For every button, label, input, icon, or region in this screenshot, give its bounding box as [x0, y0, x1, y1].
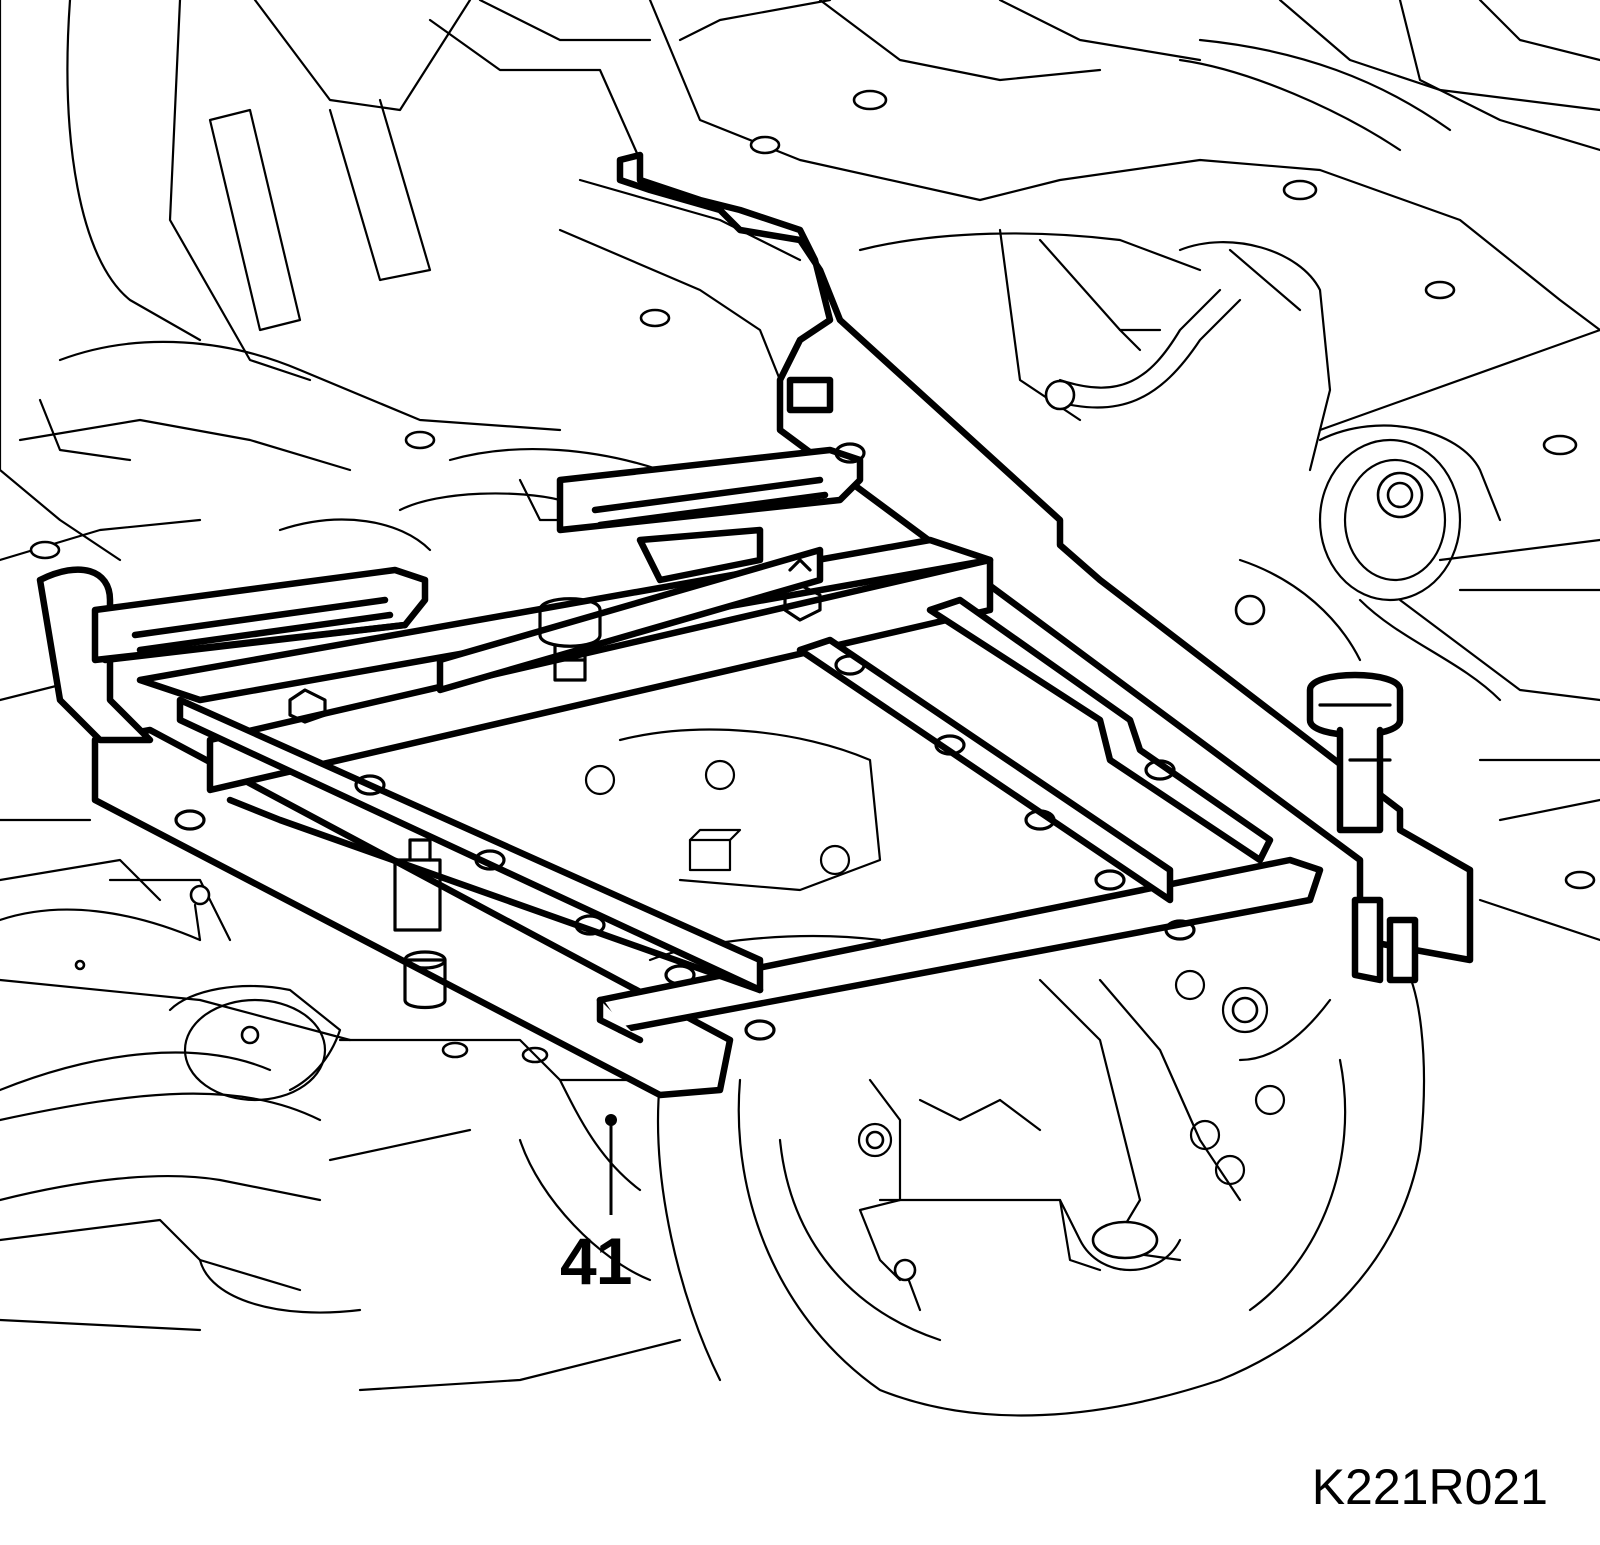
figure-reference-code: K221R021 [1311, 1459, 1548, 1515]
vehicle-underbody [0, 0, 1600, 1417]
support-post-small [288, 688, 327, 724]
support-post-front [393, 838, 442, 932]
callout-number: 41 [560, 1224, 632, 1298]
support-post-right [1306, 671, 1419, 984]
support-post-lower [403, 950, 447, 1010]
support-post-left [538, 597, 602, 682]
support-post-center [783, 558, 822, 622]
subframe-support-fixture [36, 151, 1474, 1099]
callout-leader [605, 1114, 617, 1215]
fixture-bolts [174, 442, 1196, 1041]
